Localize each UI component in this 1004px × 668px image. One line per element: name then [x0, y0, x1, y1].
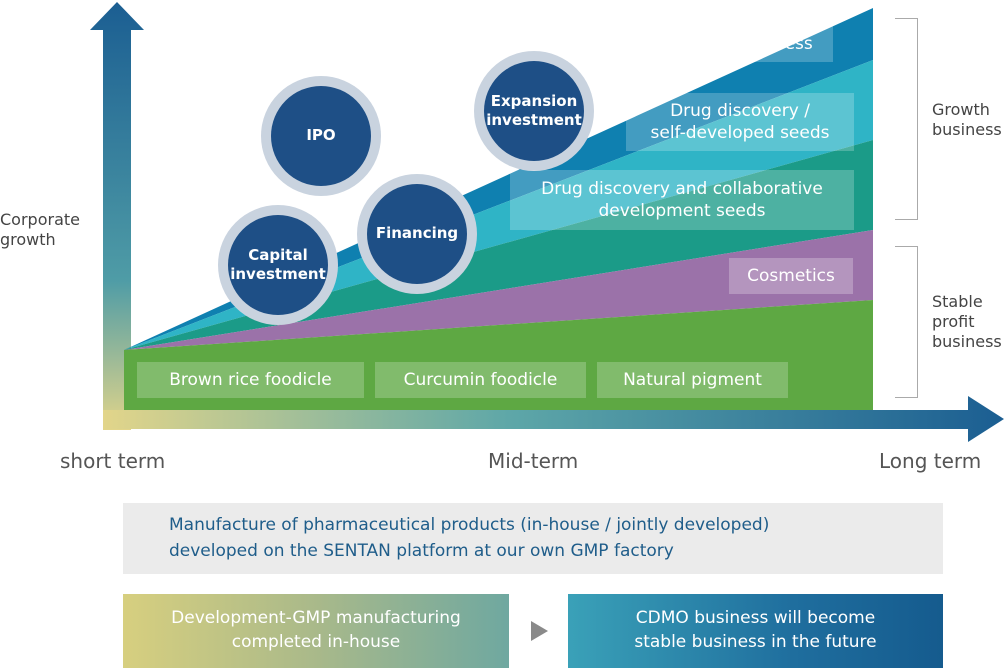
- growth-business-line1: Growth: [932, 100, 990, 119]
- label-natural-pigment: Natural pigment: [597, 362, 788, 398]
- development-gmp-box: Development-GMP manufacturing completed …: [123, 594, 509, 668]
- layer-base: [124, 300, 873, 410]
- circle-expansion-label: Expansion investment: [484, 61, 584, 161]
- circle-expansion: [484, 61, 584, 161]
- label-cdmo: CDMO business: [660, 26, 833, 62]
- cdmo-future-box: CDMO business will become stable busines…: [568, 594, 943, 668]
- label-collab-seeds: Drug discovery and collaborative develop…: [510, 170, 854, 230]
- label-brown-rice: Brown rice foodicle: [137, 362, 364, 398]
- x-label-short-term: short term: [60, 449, 166, 473]
- circle-capital-line2: investment: [230, 265, 326, 283]
- layer-cosmetics: [124, 230, 873, 350]
- y-axis-label-line1: Corporate: [0, 210, 80, 229]
- y-axis-label: Corporate growth: [0, 210, 80, 250]
- circle-capital-line1: Capital: [248, 245, 308, 264]
- circle-capital: [228, 215, 328, 315]
- label-cosmetics: Cosmetics: [729, 258, 853, 294]
- development-gmp-line2: completed in-house: [231, 632, 401, 652]
- circle-ipo: [271, 86, 371, 186]
- gmp-info-line2: developed on the SENTAN platform at our …: [169, 540, 674, 561]
- gmp-info-box: Manufacture of pharmaceutical products (…: [123, 503, 943, 574]
- circle-expansion-line1: Expansion: [490, 91, 578, 110]
- circle-expansion-line2: investment: [486, 111, 582, 129]
- x-label-mid-term: Mid-term: [488, 449, 579, 473]
- label-collab-seeds-line1: Drug discovery and collaborative: [541, 178, 823, 199]
- label-self-seeds-line1: Drug discovery /: [670, 100, 810, 121]
- growth-business-label: Growth business: [932, 100, 1002, 140]
- stable-bracket: [895, 246, 918, 398]
- circle-capital-label: Capital investment: [228, 215, 328, 315]
- label-self-seeds-line2: self-developed seeds: [650, 123, 830, 143]
- y-axis-label-line2: growth: [0, 230, 56, 249]
- growth-business-line2: business: [932, 120, 1002, 139]
- growth-bracket: [895, 18, 918, 220]
- x-axis-arrow: [103, 396, 1004, 442]
- circle-ipo-label: IPO: [306, 126, 336, 145]
- cdmo-future-line1: CDMO business will become: [635, 608, 876, 629]
- gmp-info-line1: Manufacture of pharmaceutical products (…: [169, 515, 770, 535]
- label-self-seeds: Drug discovery / self-developed seeds: [626, 93, 854, 151]
- y-axis-arrow: [90, 2, 144, 430]
- label-curcumin: Curcumin foodicle: [375, 362, 586, 398]
- circle-financing-label: Financing: [375, 224, 459, 243]
- stable-business-line3: business: [932, 332, 1002, 351]
- stable-business-line2: profit: [932, 312, 975, 331]
- cdmo-future-line2: stable business in the future: [634, 632, 877, 652]
- next-arrow-icon: [531, 621, 548, 641]
- label-collab-seeds-line2: development seeds: [598, 201, 766, 221]
- circle-financing: [367, 184, 467, 284]
- stable-business-label: Stable profit business: [932, 292, 1002, 352]
- development-gmp-line1: Development-GMP manufacturing: [171, 608, 461, 629]
- x-label-long-term: Long term: [879, 449, 982, 473]
- stable-business-line1: Stable: [932, 292, 983, 311]
